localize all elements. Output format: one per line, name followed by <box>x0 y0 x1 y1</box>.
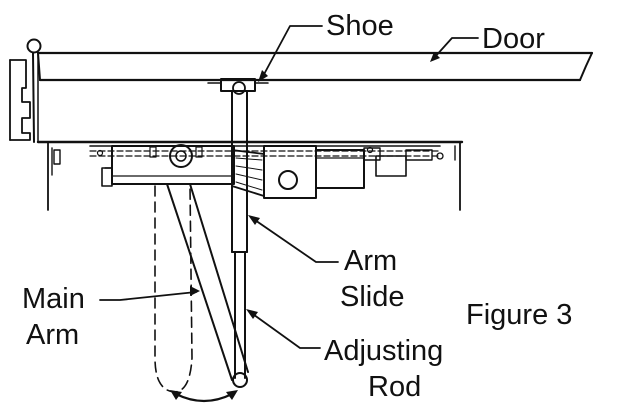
label-main-arm-line2: Arm <box>26 319 79 351</box>
adjusting-rod <box>232 251 248 388</box>
label-adjusting-rod-line2: Rod <box>368 371 421 403</box>
label-arm-slide-line2: Slide <box>340 281 405 313</box>
label-arm-slide-line1: Arm <box>344 245 397 277</box>
leader-lines <box>99 25 479 349</box>
swing-arc-arrow <box>170 390 238 403</box>
main-arm <box>166 183 249 381</box>
hinge-pin <box>26 38 42 143</box>
label-adjusting-rod-line1: Adjusting <box>324 335 443 367</box>
figure-caption: Figure 3 <box>466 299 572 331</box>
closer-body <box>47 141 461 211</box>
door-frame <box>9 59 31 141</box>
door-slab <box>36 51 594 82</box>
label-main-arm-line1: Main <box>22 283 85 315</box>
label-door: Door <box>482 23 545 55</box>
arm-alternate-position <box>154 185 193 393</box>
shoe <box>207 78 269 143</box>
label-shoe: Shoe <box>326 10 394 42</box>
